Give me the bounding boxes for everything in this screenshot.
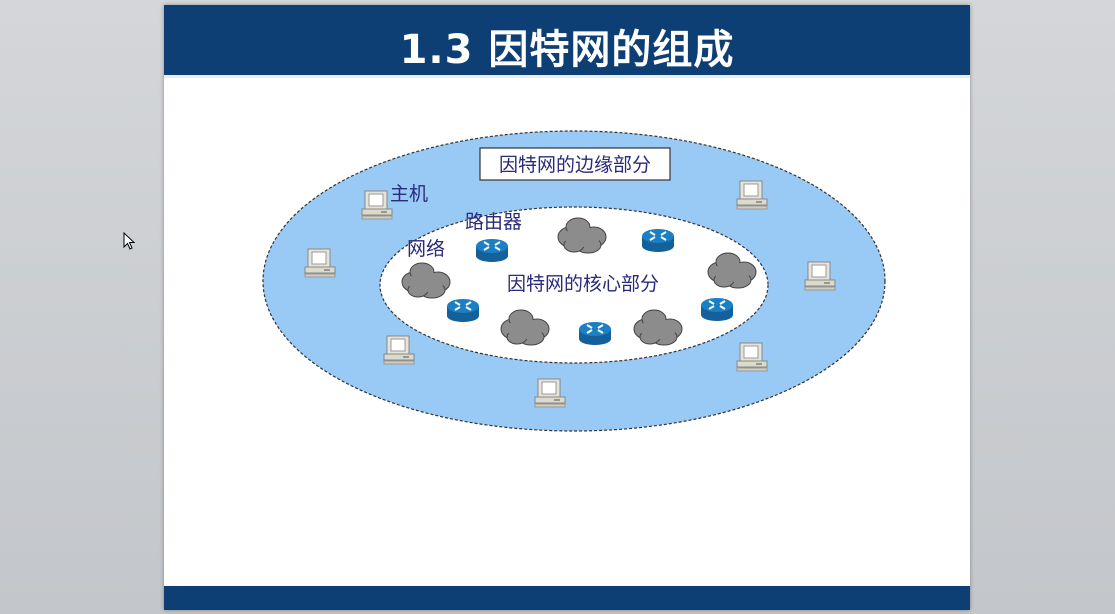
host-computer-icon — [383, 335, 415, 365]
network-cloud-icon — [500, 309, 550, 346]
network-cloud-icon — [707, 252, 757, 289]
core-label: 因特网的核心部分 — [507, 273, 659, 295]
network-cloud-icon — [401, 262, 451, 299]
host-computer-icon — [736, 180, 768, 210]
host-computer-icon — [304, 248, 336, 278]
mouse-cursor-icon — [123, 232, 136, 250]
host-computer-icon — [361, 190, 393, 220]
host-computer-icon — [804, 261, 836, 291]
router-icon — [447, 299, 479, 322]
router-icon — [579, 322, 611, 345]
slide-footer — [164, 586, 970, 610]
router-icon — [701, 298, 733, 321]
network-label: 网络 — [407, 238, 445, 260]
router-icon — [642, 229, 674, 252]
router-label: 路由器 — [465, 211, 522, 233]
host-computer-icon — [736, 342, 768, 372]
network-cloud-icon — [557, 217, 607, 254]
edge-label-box — [479, 147, 671, 181]
host-computer-icon — [534, 378, 566, 408]
slide-title: 1.3 因特网的组成 — [399, 27, 735, 73]
router-icon — [476, 239, 508, 262]
edge-label: 因特网的边缘部分 — [499, 154, 651, 176]
network-cloud-icon — [633, 309, 683, 346]
slide-header: 1.3 因特网的组成 — [164, 5, 970, 78]
host-label: 主机 — [390, 183, 428, 205]
